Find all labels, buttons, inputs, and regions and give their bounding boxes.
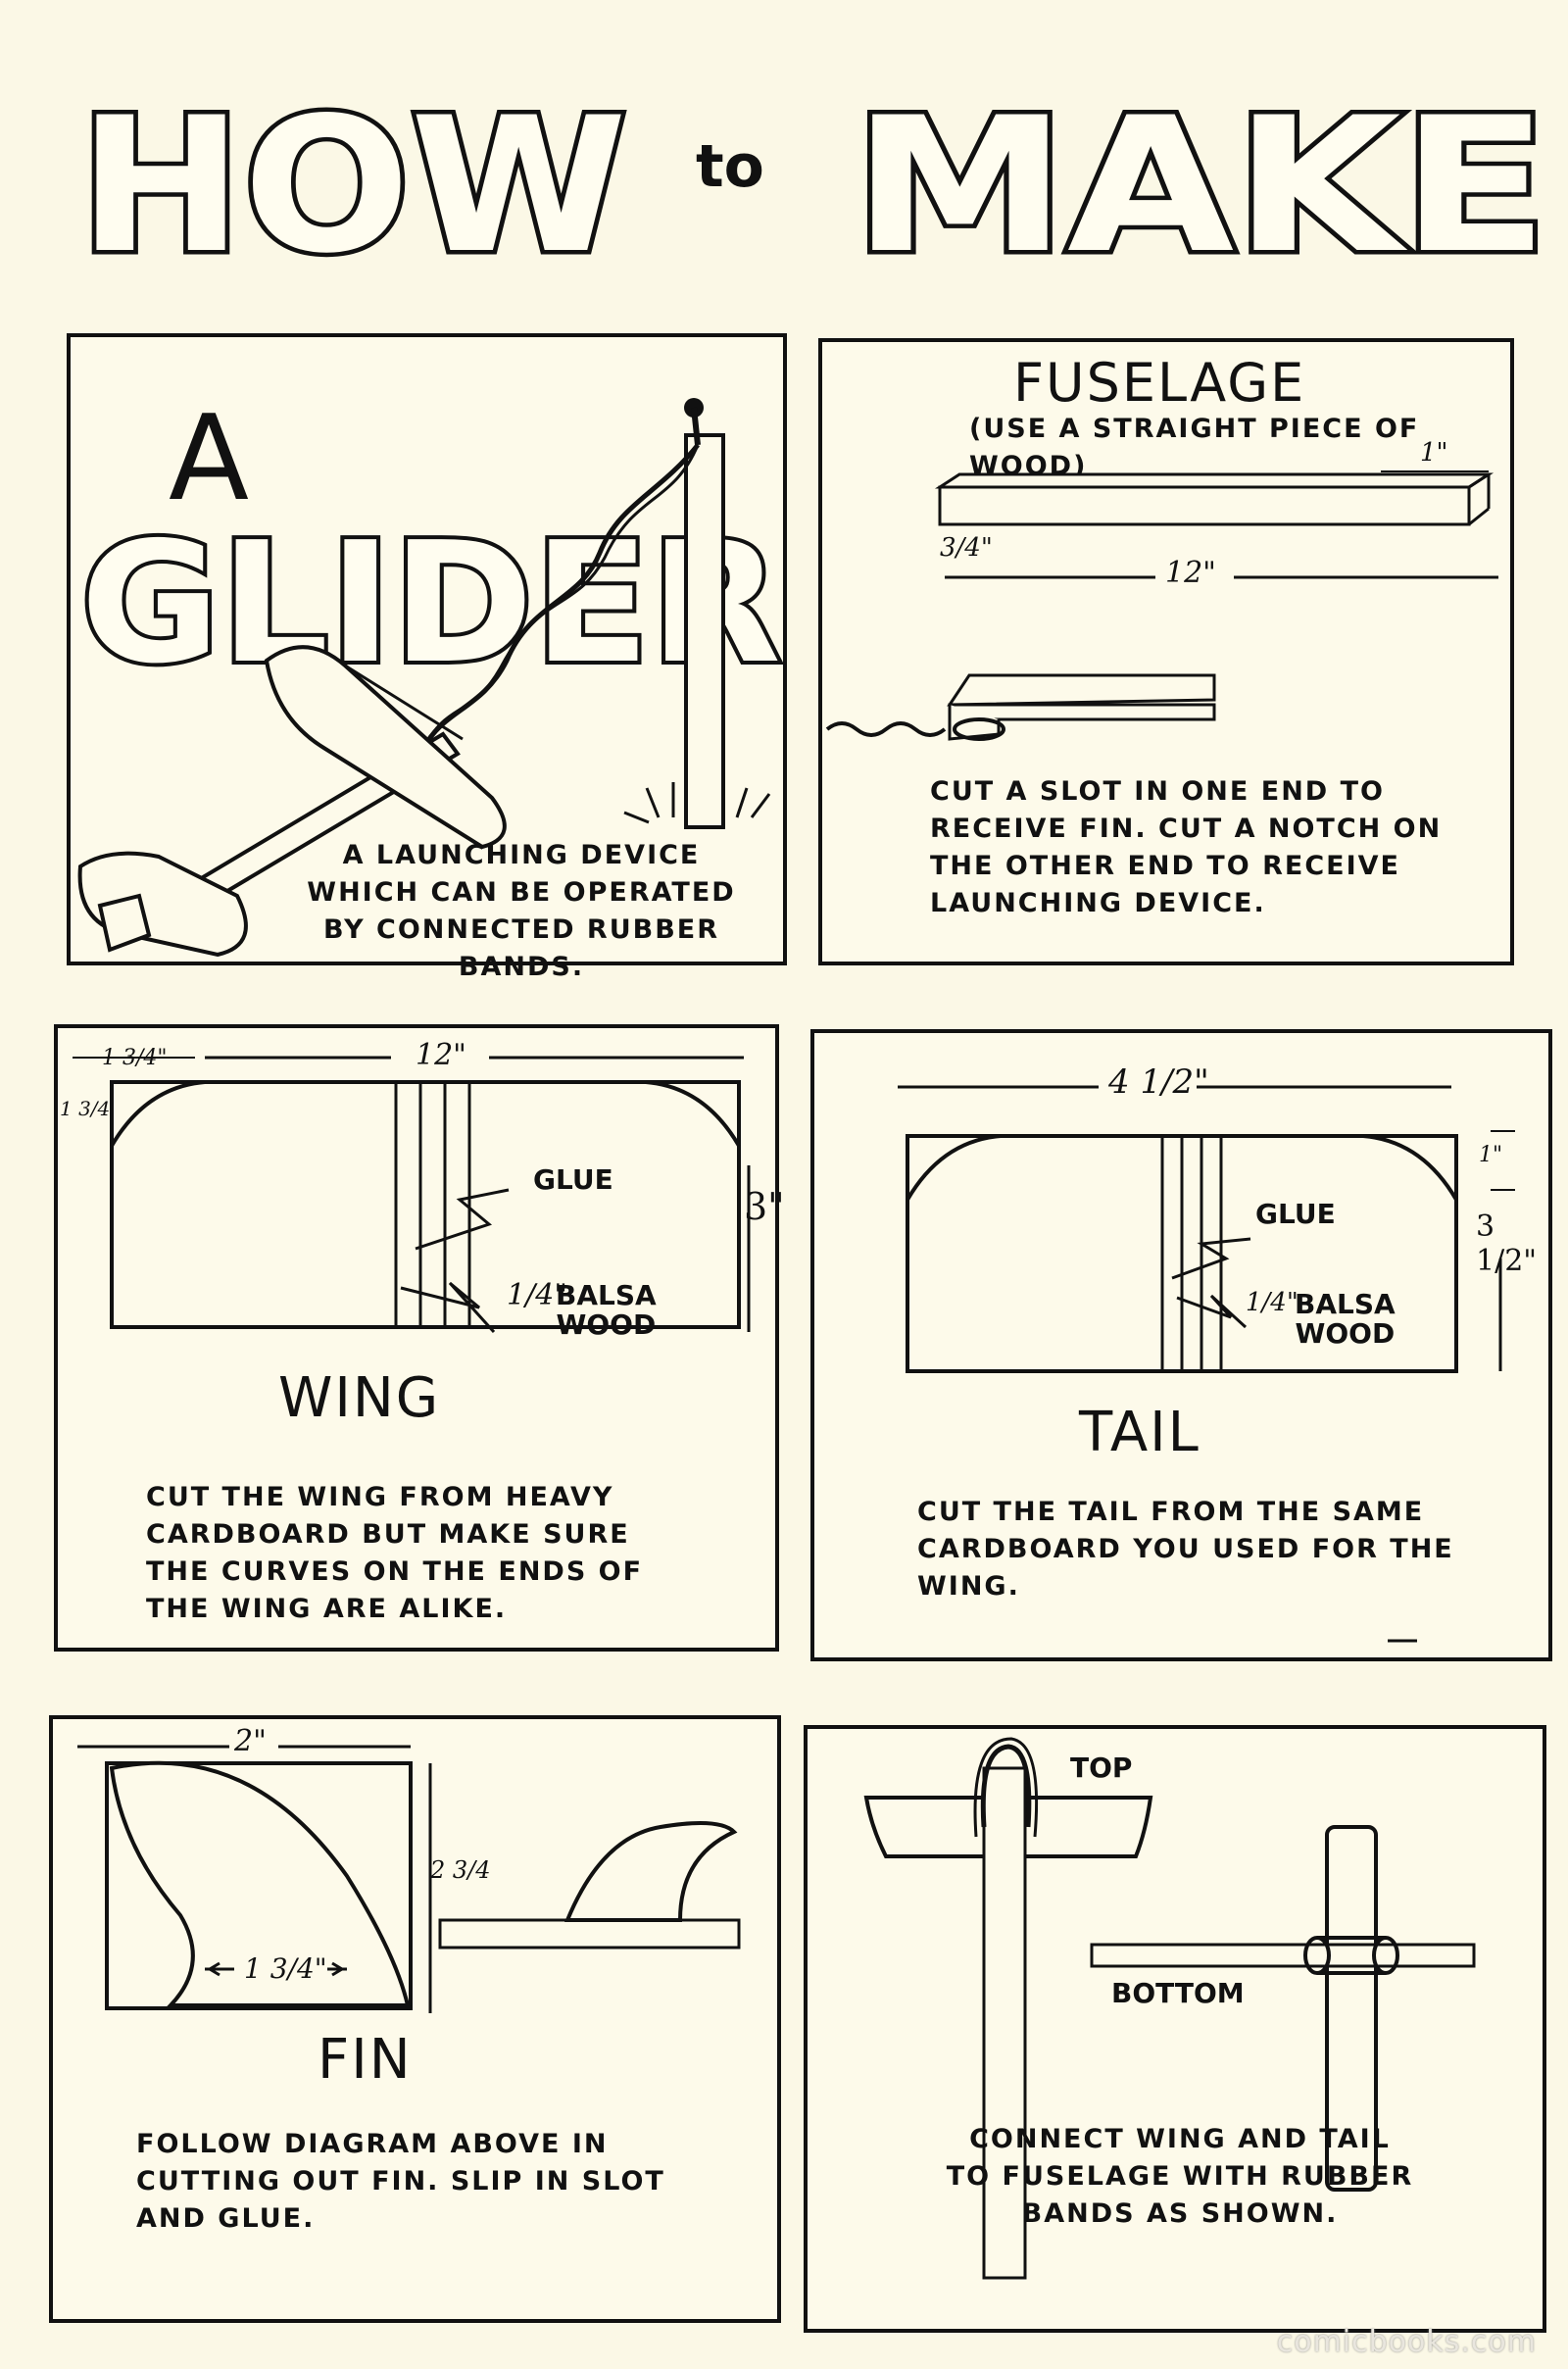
title-lettering: HOW to MAKE	[74, 74, 1553, 299]
tail-dim-small: 1"	[1479, 1143, 1503, 1167]
wing-label-glue: GLUE	[533, 1163, 613, 1196]
panel-fuselage: FUSELAGE (USE A STRAIGHT PIECE OF WOOD) …	[818, 338, 1514, 965]
glider-caption: A LAUNCHING DEVICE WHICH CAN BE OPERATED…	[307, 840, 736, 982]
tail-diagram	[898, 1085, 1515, 1643]
page-title: HOW to MAKE	[69, 59, 1558, 299]
glider-word: GLIDER	[80, 507, 781, 701]
tail-curve-left	[906, 1134, 1002, 1202]
connect-label-top: TOP	[1070, 1752, 1133, 1784]
launch-rubber	[825, 721, 947, 737]
connect-caption: CONNECT WING AND TAIL TO FUSELAGE WITH R…	[946, 2124, 1414, 2229]
fin-template-shape	[109, 1760, 411, 2007]
connect-label-bottom: BOTTOM	[1111, 1977, 1245, 2009]
wing-diagram	[73, 1056, 751, 1334]
wing-curve-right	[645, 1080, 741, 1148]
wing-dim-side-small: 1 3/4	[60, 1097, 111, 1120]
tail-label-balsa-dim: 1/4"	[1246, 1288, 1298, 1317]
fin-stick	[438, 1918, 741, 1949]
tail-label-glue: GLUE	[1255, 1198, 1336, 1230]
tail-balsa-arrow	[1176, 1294, 1248, 1329]
top-rubber-band	[980, 1744, 1032, 1828]
fin-dim-inner: 1 3/4"	[244, 1952, 327, 1985]
connect-diagram	[863, 1737, 1476, 2280]
tail-dim-top: 4 1/2"	[1108, 1062, 1209, 1102]
fuselage-end-top	[947, 673, 1216, 707]
grass	[623, 782, 771, 824]
tail-heading: TAIL	[1079, 1401, 1200, 1464]
fin-shape	[564, 1821, 738, 1922]
panel-fin: 2" 2 3/4 1 3/4" FIN FOLLOW DIAGRAM ABOVE…	[49, 1715, 781, 2323]
tail-dim-height: 3 1/2"	[1476, 1209, 1538, 1278]
glider-letter-a: A	[169, 391, 249, 527]
wing-curve-left	[110, 1080, 206, 1148]
glue-arrow	[415, 1188, 510, 1251]
fuselage-stick	[938, 485, 1471, 526]
wing-caption: CUT THE WING FROM HEAVY CARDBOARD BUT MA…	[146, 1482, 644, 1624]
wing-dim-height: 3"	[744, 1185, 785, 1228]
wing-dim-top: 12"	[416, 1038, 466, 1072]
fuselage-subheading: (USE A STRAIGHT PIECE OF WOOD)	[969, 414, 1420, 481]
title-make: MAKE	[853, 77, 1548, 294]
tail-caption: CUT THE TAIL FROM THE SAME CARDBOARD YOU…	[917, 1497, 1454, 1602]
fuselage-dim-height: 3/4"	[940, 533, 993, 563]
top-view-fuselage	[982, 1766, 1027, 2280]
wing-heading: WING	[278, 1366, 441, 1430]
watermark: comicbooks.com	[1276, 2325, 1537, 2359]
wing-outline	[110, 1080, 741, 1329]
launch-post	[684, 433, 725, 829]
fuselage-dim-length: 12"	[1165, 556, 1216, 590]
wing-label-balsa-dim: 1/4"	[507, 1278, 568, 1312]
tail-glue-arrow	[1171, 1237, 1251, 1280]
fin-dim-height: 2 3/4	[430, 1856, 491, 1884]
bottom-view-fuselage	[1090, 1943, 1476, 1968]
wing-dim-corner: 1 3/4"	[102, 1046, 168, 1070]
tail-curve-right	[1362, 1134, 1458, 1202]
fin-diagram	[77, 1745, 741, 2013]
fin-heading: FIN	[318, 2028, 413, 2092]
title-to: to	[696, 132, 764, 201]
panel-tail: 4 1/2" 1" 3 1/2" GLUE 1/4" BALSA WOOD TA…	[810, 1029, 1552, 1661]
title-how: HOW	[78, 77, 627, 294]
fuselage-heading: FUSELAGE	[1013, 352, 1306, 414]
balsa-arrow	[400, 1281, 496, 1334]
panel-wing: 12" 1 3/4" 1 3/4 3" GLUE 1/4" BALSA WOOD…	[54, 1024, 785, 1652]
fin-caption: FOLLOW DIAGRAM ABOVE IN CUTTING OUT FIN.…	[136, 2129, 665, 2234]
glider-illustration: A GLIDER	[76, 391, 785, 958]
wing-label-balsa: BALSA WOOD	[556, 1279, 657, 1341]
fuselage-caption: CUT A SLOT IN ONE END TO RECEIVE FIN. CU…	[930, 776, 1443, 918]
fuselage-dim-width: 1"	[1420, 438, 1448, 468]
bottom-view-wing	[1325, 1825, 1378, 2192]
panel-glider: A GLIDER A LAUNCHING DEVICE WHICH CAN BE…	[67, 333, 787, 982]
panel-connect: TOP BOTTOM CONNECT WING AND TAIL TO FUSE…	[804, 1725, 1546, 2333]
tail-label-balsa: BALSA WOOD	[1295, 1288, 1396, 1350]
fin-dim-top: 2"	[234, 1724, 267, 1758]
fuselage-diagram	[825, 470, 1498, 741]
fuselage-notch	[948, 705, 1001, 741]
fuselage-stick-top	[934, 472, 1494, 489]
glider-wing	[264, 645, 507, 850]
